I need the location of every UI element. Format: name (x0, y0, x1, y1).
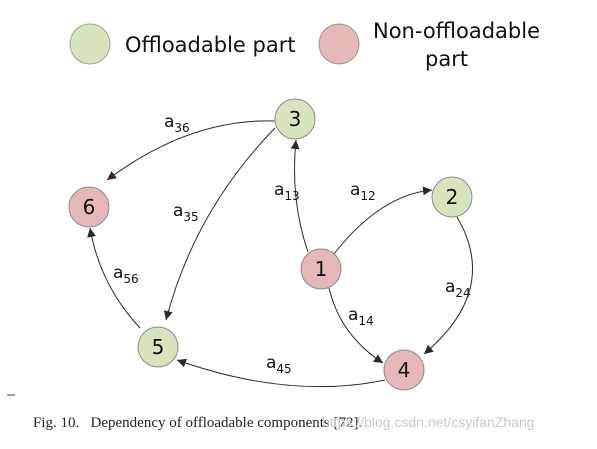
node-1: 1 (300, 248, 342, 290)
node-5-label: 5 (152, 335, 165, 359)
node-3-circle (274, 98, 316, 140)
node-1-label: 1 (315, 257, 328, 281)
edge-2-4 (423, 216, 474, 355)
legend-non-offloadable-label-line1: Non-offloadable (373, 19, 540, 43)
node-2-circle (431, 176, 473, 218)
node-1-circle (300, 248, 342, 290)
edge-label-a45-main: a (266, 353, 276, 373)
edge-label-a13-sub: 13 (284, 189, 299, 203)
edge-label-a13-main: a (274, 180, 284, 200)
edge-label-a36-sub: 36 (174, 121, 189, 135)
edge-label-a14-main: a (348, 305, 358, 325)
node-5-circle (137, 326, 179, 368)
legend-offloadable-label: Offloadable part (125, 33, 296, 57)
edge-4-5 (176, 358, 386, 388)
edge-1-3 (290, 139, 309, 253)
edge-label-a24: a24 (445, 277, 471, 300)
edge-label-a56-sub: 56 (123, 272, 138, 286)
nodes: 1 2 3 4 5 6 (68, 98, 473, 391)
edge-label-a24-main: a (445, 277, 455, 297)
watermark: https://blog.csdn.net/csyifanZhang (322, 414, 534, 430)
edge-label-a35-main: a (173, 201, 183, 221)
edge-label-a35: a35 (173, 201, 199, 224)
edge-label-a45-sub: 45 (276, 362, 291, 376)
legend: Offloadable part Non-offloadable part (69, 19, 540, 71)
edge-label-a35-sub: 35 (183, 210, 198, 224)
edge-label-a36: a36 (164, 112, 190, 135)
edge-label-a13: a13 (274, 180, 300, 203)
edge-label-a14: a14 (348, 305, 374, 328)
edge-1-2 (333, 186, 433, 255)
edge-label-a12-sub: 12 (360, 189, 375, 203)
node-4-circle (383, 349, 425, 391)
edge-label-a24-sub: 24 (455, 286, 470, 300)
edge-labels: a36 a35 a13 a12 a14 a24 a56 a45 (113, 112, 471, 376)
edge-1-4 (328, 287, 384, 364)
legend-offloadable-swatch (69, 23, 111, 65)
legend-non-offloadable-swatch (318, 23, 360, 65)
edge-3-6 (106, 120, 276, 181)
node-6: 6 (68, 186, 110, 228)
node-3: 3 (274, 98, 316, 140)
node-2: 2 (431, 176, 473, 218)
edge-3-5 (163, 127, 276, 321)
node-2-label: 2 (446, 185, 459, 209)
edge-label-a56: a56 (113, 263, 139, 286)
edge-label-a36-main: a (164, 112, 174, 132)
figure-caption: Fig. 10. Dependency of offloadable compo… (33, 415, 362, 431)
edge-label-a12: a12 (350, 180, 376, 203)
node-4-label: 4 (398, 358, 411, 382)
legend-non-offloadable-label-line2: part (425, 47, 468, 71)
node-6-circle (68, 186, 110, 228)
edge-label-a56-main: a (113, 263, 123, 283)
node-3-label: 3 (289, 107, 302, 131)
edges (87, 120, 474, 388)
node-4: 4 (383, 349, 425, 391)
edge-label-a14-sub: 14 (358, 314, 373, 328)
edge-label-a45: a45 (266, 353, 292, 376)
node-5: 5 (137, 326, 179, 368)
edge-label-a12-main: a (350, 180, 360, 200)
node-6-label: 6 (83, 195, 96, 219)
edge-5-6 (87, 227, 141, 329)
